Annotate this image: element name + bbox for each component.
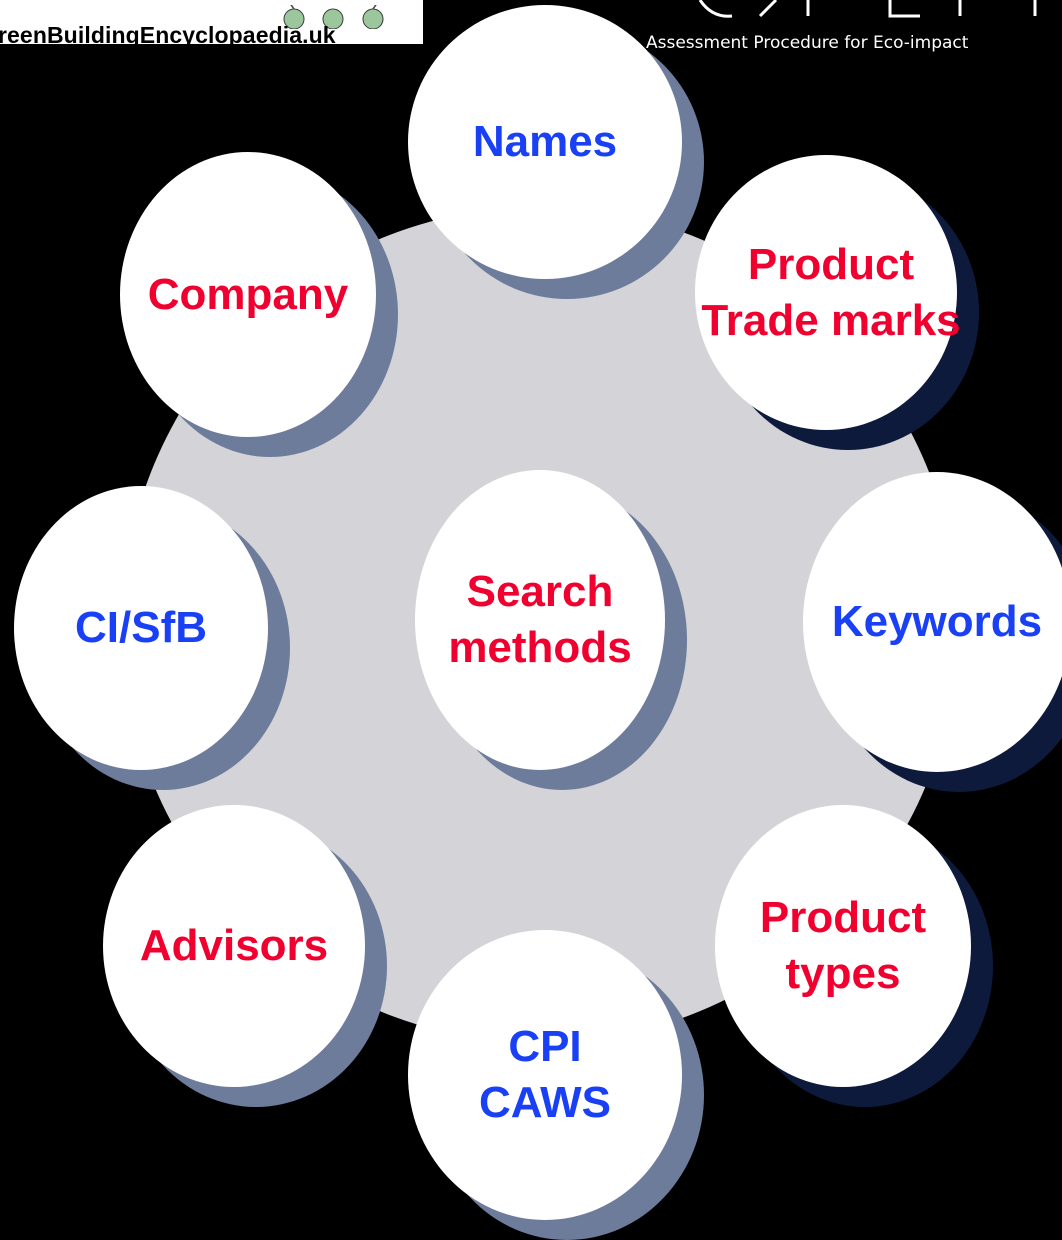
center-node[interactable]: Search methods xyxy=(415,470,687,790)
center-node-face xyxy=(415,470,665,770)
node-label: Keywords xyxy=(831,597,1043,646)
node-company[interactable]: Company xyxy=(120,152,398,457)
node-label: CPI CAWS xyxy=(479,1022,611,1127)
node-keywords[interactable]: Keywords xyxy=(803,472,1062,792)
node-cpi-caws[interactable]: CPI CAWS xyxy=(408,930,704,1240)
node-ci-sfb[interactable]: CI/SfB xyxy=(14,486,290,790)
node-label: Product types xyxy=(759,893,927,998)
node-label: CI/SfB xyxy=(75,603,207,652)
brand-wordmark xyxy=(698,0,1037,18)
site-logo[interactable]: GreenBuildingEncyclopaedia.uk xyxy=(0,0,423,44)
logo-dots-icon xyxy=(283,5,384,29)
node-label: Product Trade marks xyxy=(701,239,961,345)
node-label: Advisors xyxy=(139,921,329,970)
brand-tagline: Assessment Procedure for Eco-impact xyxy=(646,33,969,53)
node-label: Names xyxy=(472,117,618,166)
node-product-types[interactable]: Product types xyxy=(715,805,993,1107)
node-product-trade-marks[interactable]: Product Trade marks xyxy=(695,155,979,450)
node-names[interactable]: Names xyxy=(408,5,704,299)
center-node-label: Search methods xyxy=(448,567,632,672)
node-advisors[interactable]: Advisors xyxy=(103,805,387,1107)
node-label: Company xyxy=(147,269,349,319)
site-logo-text: GreenBuildingEncyclopaedia.uk xyxy=(0,22,336,44)
